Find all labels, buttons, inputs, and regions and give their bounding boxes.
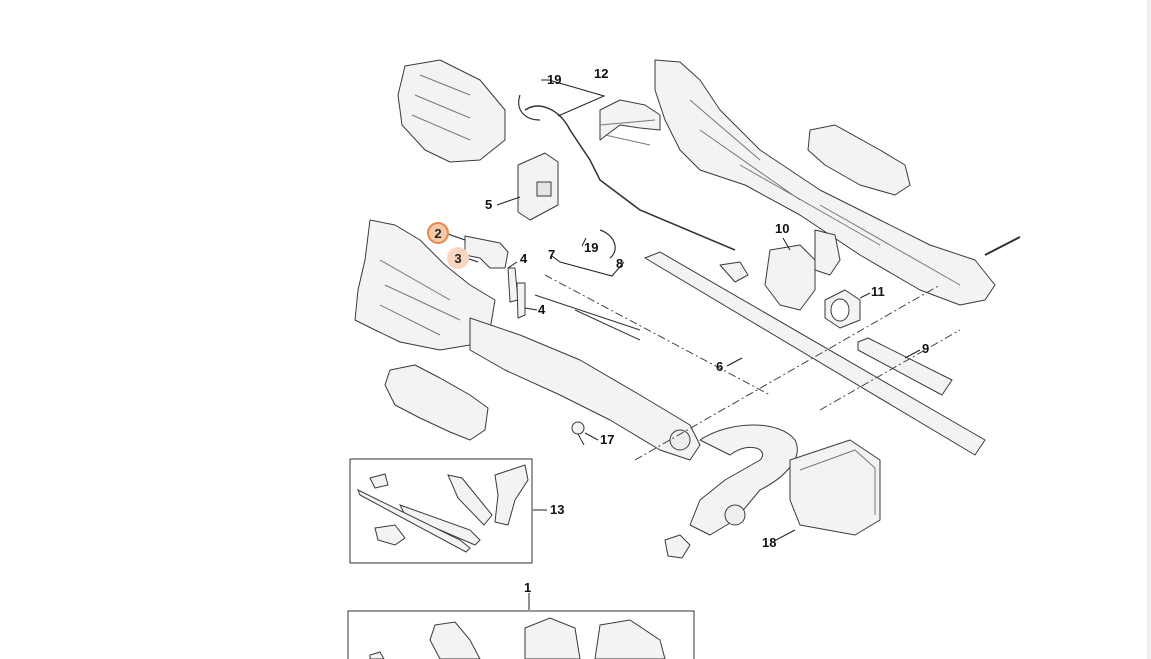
long-tube: [644, 251, 986, 456]
bike-handle: [689, 424, 798, 536]
callout-5[interactable]: 5: [485, 197, 493, 212]
sleeve: [857, 337, 953, 396]
scrollbar-track[interactable]: [1147, 0, 1151, 659]
knob: [664, 534, 691, 559]
switch-bracket: [464, 235, 509, 269]
guard-box: [789, 439, 881, 536]
callout-13[interactable]: 13: [550, 502, 565, 517]
handle-grip: [384, 364, 489, 441]
callout-2-hotspot[interactable]: 2: [427, 222, 449, 244]
callout-19[interactable]: 19: [584, 240, 599, 255]
callout-9[interactable]: 9: [922, 341, 930, 356]
callout-4[interactable]: 4: [520, 251, 528, 266]
throttle-housing: [764, 244, 816, 311]
callout-4[interactable]: 4: [538, 302, 546, 317]
callout-1[interactable]: 1: [524, 580, 532, 595]
callout-17[interactable]: 17: [600, 432, 615, 447]
callout-6[interactable]: 6: [716, 359, 724, 374]
callout-8[interactable]: 8: [616, 256, 624, 271]
main-shaft: [469, 317, 701, 461]
upper-housing-cover: [397, 59, 506, 163]
cable-loop: [524, 105, 736, 251]
callout-12[interactable]: 12: [594, 66, 609, 81]
callout-19[interactable]: 19: [547, 72, 562, 87]
callout-7[interactable]: 7: [548, 247, 556, 262]
right-housing: [654, 59, 996, 306]
callout-11[interactable]: 11: [871, 284, 885, 299]
small-cover-right: [807, 124, 911, 196]
callout-18[interactable]: 18: [762, 535, 777, 550]
callout-10[interactable]: 10: [775, 221, 790, 236]
callout-3-hotspot[interactable]: 3: [447, 247, 469, 269]
